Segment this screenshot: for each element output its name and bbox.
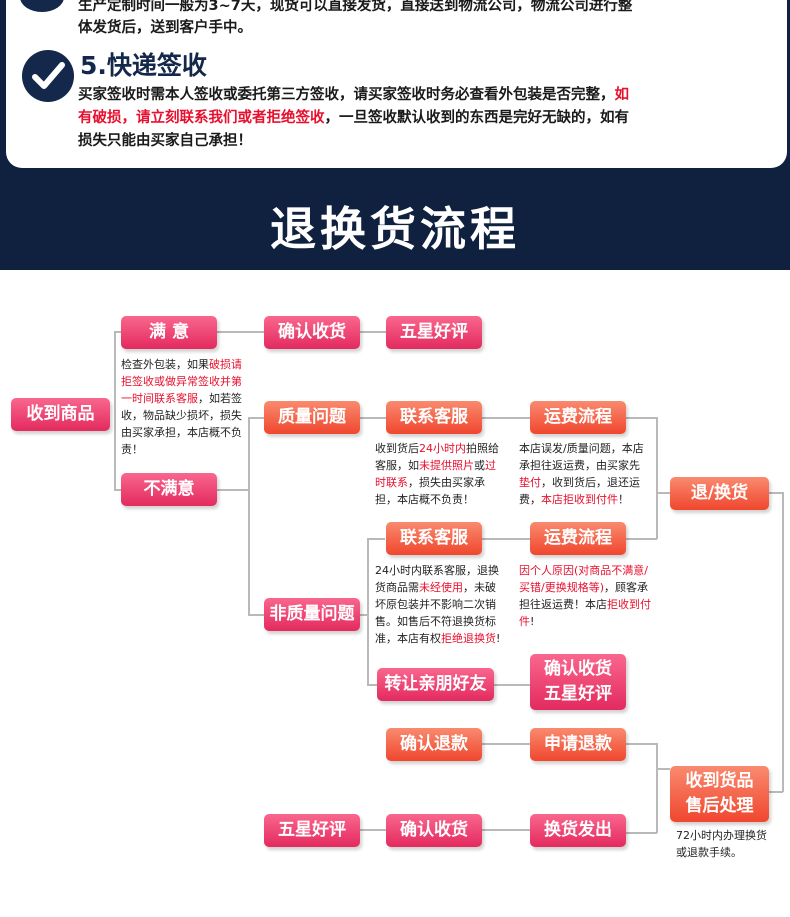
- unsatisfied-box: 不满意: [121, 473, 217, 506]
- apply-refund-box: 申请退款: [530, 728, 626, 761]
- connector: [216, 489, 248, 491]
- connector: [625, 417, 657, 419]
- connector: [360, 417, 386, 419]
- confirm-receipt-box-2: 确认收货: [386, 814, 482, 847]
- connector: [494, 684, 530, 686]
- contact-cs-box-2: 联系客服: [386, 522, 482, 555]
- connector: [248, 417, 264, 419]
- connector: [625, 832, 657, 834]
- step5-title: 5.快递签收: [80, 51, 207, 80]
- shipping-flow-note: 本店误发/质量问题，本店承担往返运费，由买家先垫付，收到货后，退还运费，本店拒收…: [519, 442, 644, 506]
- confirm-five-star-box: 确认收货五星好评: [530, 654, 626, 710]
- confirm-receipt-box: 确认收货: [264, 316, 360, 349]
- connector: [480, 538, 530, 540]
- connector: [114, 331, 116, 489]
- connector: [625, 538, 657, 540]
- section-title: 退换货流程: [270, 202, 520, 256]
- connector: [625, 743, 657, 745]
- connector: [367, 538, 385, 540]
- connector: [367, 538, 369, 684]
- check-icon-partial: [20, 0, 64, 12]
- connector: [114, 331, 122, 333]
- connector: [769, 492, 783, 494]
- connector: [360, 331, 386, 333]
- connector: [367, 684, 377, 686]
- shipping-text-line1: 生产定制时间一般为3~7天，现货可以直接发货，直接送到物流公司，物流公司进行整: [78, 0, 633, 14]
- shipping-flow-box: 运费流程: [530, 401, 626, 434]
- sign-text-line3: 损失只能由买家自己承担！: [78, 133, 252, 149]
- connector: [360, 829, 386, 831]
- connector: [656, 743, 658, 833]
- confirm-refund-box: 确认退款: [386, 728, 482, 761]
- connector: [480, 829, 530, 831]
- contact-cs-box: 联系客服: [386, 401, 482, 434]
- contact-cs-note: 收到货后24小时内拍照给客服，如未提供照片或过时联系，损失由买家承担，本店概不负…: [375, 442, 499, 506]
- quality-issue-box: 质量问题: [264, 401, 360, 434]
- connector: [248, 417, 250, 615]
- return-exchange-box: 退/换货: [670, 477, 769, 510]
- timeline-note: 72小时内办理换货或退款手续。: [676, 829, 767, 859]
- connector: [216, 331, 264, 333]
- received-aftersale-box: 收到货品售后处理: [670, 766, 769, 822]
- five-star-box-2: 五星好评: [264, 814, 360, 847]
- connector: [656, 768, 670, 770]
- connector: [769, 791, 783, 793]
- connector: [782, 492, 784, 792]
- connector: [656, 417, 658, 539]
- five-star-box: 五星好评: [386, 316, 482, 349]
- shipping-text-line2: 体发货后，送到客户手中。: [78, 20, 252, 36]
- connector: [114, 489, 122, 491]
- info-card: [6, 0, 787, 168]
- check-icon: [22, 50, 74, 102]
- transfer-friend-box: 转让亲朋好友: [377, 668, 494, 701]
- sign-text-line1: 买家签收时需本人签收或委托第三方签收，请买家签收时务必查看外包装是否完整，如: [78, 87, 629, 103]
- connector: [480, 743, 530, 745]
- connector: [360, 614, 368, 616]
- sign-text-line2: 有破损，请立刻联系我们或者拒绝签收，一旦签收默认收到的东西是完好无缺的，如有: [78, 110, 629, 126]
- shipping-flow-note-2: 因个人原因(对商品不满意/买错/更换规格等)，顾客承担往返运费！本店拒收到付件!: [519, 564, 651, 628]
- contact-cs-note-2: 24小时内联系客服，退换货商品需未经使用，未破坏原包装并不影响二次销售。如售后不…: [375, 564, 501, 645]
- exchange-ship-box: 换货发出: [530, 814, 626, 847]
- connector: [248, 614, 264, 616]
- connector: [656, 492, 670, 494]
- satisfied-note: 检查外包装，如果破损请拒签收或做异常签收并第一时间联系客服，如若签收，物品缺少损…: [121, 358, 242, 456]
- shipping-flow-box-2: 运费流程: [530, 522, 626, 555]
- satisfied-box: 满 意: [121, 316, 217, 349]
- non-quality-issue-box: 非质量问题: [264, 598, 360, 631]
- connector: [480, 417, 530, 419]
- receive-goods-box: 收到商品: [11, 398, 110, 431]
